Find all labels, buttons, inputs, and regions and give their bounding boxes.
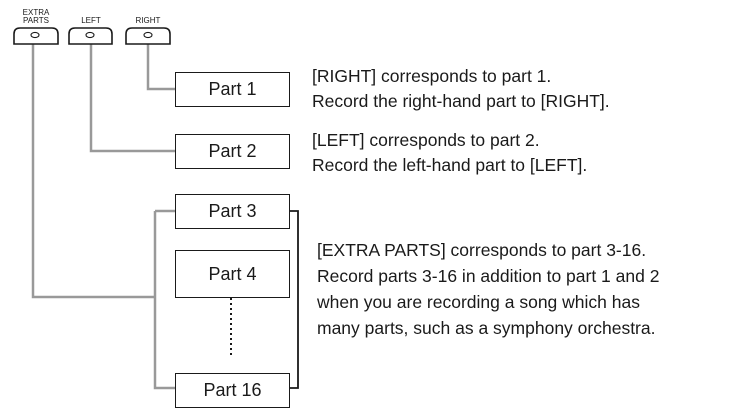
left-button-led [85,31,95,39]
part-4-box: Part 4 [175,250,290,298]
left-button [68,27,113,45]
extra-vertical-line [153,211,175,390]
part-1-box: Part 1 [175,72,290,107]
right-button-led [143,31,153,39]
part-16-box: Part 16 [175,373,290,408]
part-2-box: Part 2 [175,134,290,169]
left-label: LEFT [81,16,101,25]
left-to-part2-line [89,44,175,153]
left-description: [LEFT] corresponds to part 2. Record the… [312,130,588,175]
extra-button-line [31,44,155,299]
extra-parts-label: EXTRA PARTS [22,8,50,25]
extra-parts-description: [EXTRA PARTS] corresponds to part 3-16. … [317,240,660,338]
right-label: RIGHT [135,16,161,25]
part-3-box: Part 3 [175,194,290,229]
extra-parts-button [13,27,59,45]
extra-parts-button-led [30,31,40,39]
right-to-part1-line [146,44,175,91]
extra-parts-bracket [290,210,299,389]
right-button [125,27,171,45]
right-description: [RIGHT] corresponds to part 1. Record th… [312,66,610,111]
